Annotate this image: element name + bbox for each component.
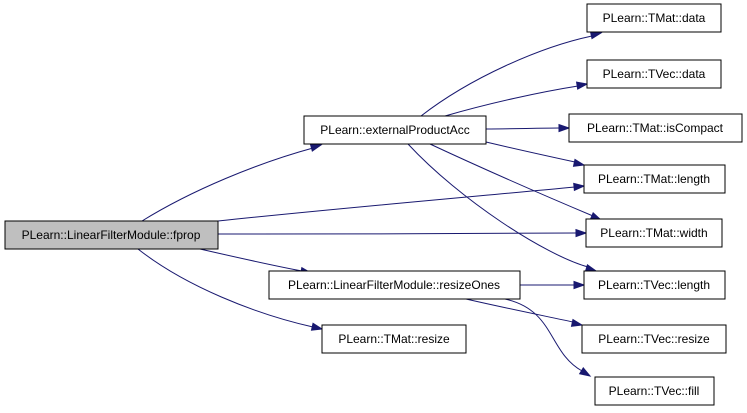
edge-external-product-acc-to-tmat-length	[485, 141, 586, 167]
node-tvec-data[interactable]: PLearn::TVec::data	[586, 59, 722, 89]
edge-fprop-to-external-product-acc	[141, 143, 323, 222]
node-label-tmat-length: PLearn::TMat::length	[598, 172, 710, 186]
node-tmat-data[interactable]: PLearn::TMat::data	[586, 3, 722, 33]
arrowhead	[573, 280, 586, 290]
node-label-tvec-length: PLearn::TVec::length	[598, 278, 710, 292]
edge-fprop-to-tmat-width	[217, 228, 588, 238]
node-label-external-product-acc: PLearn::externalProductAcc	[320, 123, 469, 137]
arrowhead	[310, 322, 324, 331]
edge-external-product-acc-to-tvec-length	[407, 143, 598, 273]
node-tvec-length[interactable]: PLearn::TVec::length	[583, 270, 726, 300]
node-fprop[interactable]: PLearn::LinearFilterModule::fprop	[4, 220, 219, 250]
node-label-tmat-data: PLearn::TMat::data	[603, 11, 706, 25]
node-tmat-width[interactable]: PLearn::TMat::width	[585, 218, 723, 248]
edge-resize-ones-to-tvec-resize	[465, 298, 584, 327]
node-label-tmat-resize: PLearn::TMat::resize	[338, 332, 450, 346]
edge-external-product-acc-to-tvec-data	[444, 81, 589, 117]
edge-fprop-to-tmat-resize	[137, 248, 324, 331]
edge-external-product-acc-to-tmat-data	[420, 31, 603, 117]
node-label-tvec-fill: PLearn::TVec::fill	[609, 384, 700, 398]
node-label-tmat-iscompact: PLearn::TMat::isCompact	[587, 121, 724, 135]
node-tvec-fill[interactable]: PLearn::TVec::fill	[594, 376, 715, 406]
node-label-tvec-data: PLearn::TVec::data	[603, 67, 706, 81]
edge-external-product-acc-to-tmat-width	[429, 143, 603, 221]
node-tmat-length[interactable]: PLearn::TMat::length	[583, 164, 726, 194]
arrowhead	[572, 158, 586, 167]
node-tmat-resize[interactable]: PLearn::TMat::resize	[321, 324, 467, 354]
node-tmat-iscompact[interactable]: PLearn::TMat::isCompact	[568, 113, 743, 143]
arrowhead	[578, 366, 592, 377]
edge-resize-ones-to-tvec-length	[520, 280, 586, 290]
node-resize-ones[interactable]: PLearn::LinearFilterModule::resizeOnes	[268, 270, 521, 300]
edges-layer	[137, 31, 603, 377]
node-label-resize-ones: PLearn::LinearFilterModule::resizeOnes	[288, 278, 500, 292]
arrowhead	[589, 31, 603, 40]
edge-resize-ones-to-tvec-fill	[504, 298, 592, 377]
arrowhead	[558, 123, 571, 133]
node-label-tvec-resize: PLearn::TVec::resize	[598, 332, 710, 346]
arrowhead	[573, 182, 586, 192]
arrowhead	[570, 318, 584, 327]
node-tvec-resize[interactable]: PLearn::TVec::resize	[581, 324, 727, 354]
node-label-fprop: PLearn::LinearFilterModule::fprop	[22, 228, 201, 242]
arrowhead	[575, 228, 588, 238]
node-label-tmat-width: PLearn::TMat::width	[600, 226, 707, 240]
edge-external-product-acc-to-tmat-is-compact	[485, 123, 571, 133]
node-external-product-acc[interactable]: PLearn::externalProductAcc	[303, 115, 487, 145]
